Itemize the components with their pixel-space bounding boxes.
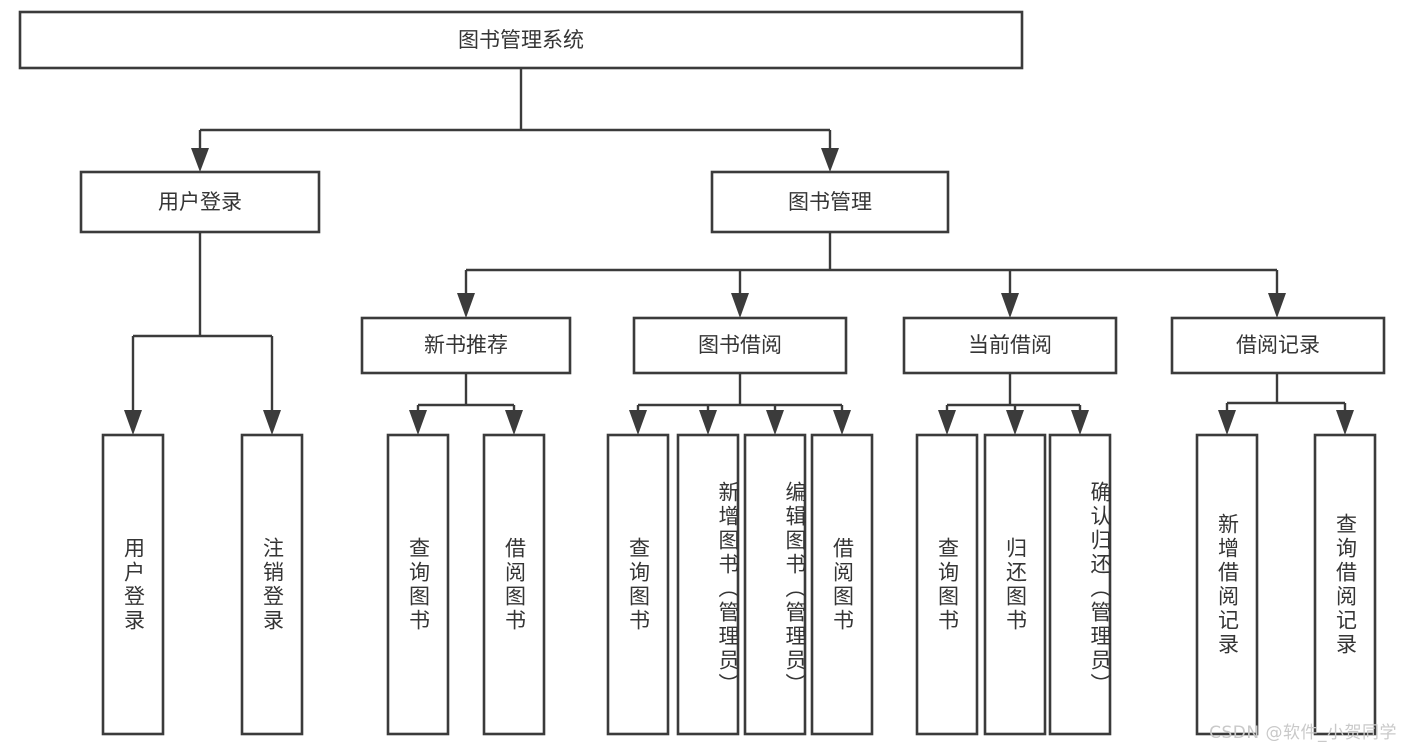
connector-group-book-manage: [457, 232, 1286, 318]
connector-group-user-login: [124, 232, 281, 435]
leaf-box-borrow-book-new[interactable]: [482, 433, 546, 736]
leaf-box-query-book-new[interactable]: [386, 433, 450, 736]
node-current-borrow[interactable]: [902, 316, 1118, 375]
arrow-current-leaf-3: [1071, 410, 1089, 435]
connector-group-book-borrow: [629, 373, 851, 435]
arrow-current-leaf-2: [1006, 410, 1024, 435]
arrow-new-leaf-2: [505, 410, 523, 435]
arrow-borrow-leaf-2: [699, 410, 717, 435]
arrow-book-to-record: [1268, 293, 1286, 318]
connector-group-current-borrow: [938, 373, 1089, 435]
leaf-box-add-borrow-record[interactable]: [1195, 433, 1259, 736]
arrow-book-to-current: [1001, 293, 1019, 318]
leaf-box-user-login[interactable]: [101, 433, 165, 736]
connector-group-new-book: [409, 373, 523, 435]
arrow-book-to-new: [457, 293, 475, 318]
arrow-new-leaf-1: [409, 410, 427, 435]
connector-group-root: [191, 68, 839, 172]
node-borrow-record[interactable]: [1170, 316, 1386, 375]
leaf-box-query-borrow-record[interactable]: [1313, 433, 1377, 736]
arrow-user-leaf-1: [124, 410, 142, 435]
node-new-book-recommend[interactable]: [360, 316, 572, 375]
node-user-login[interactable]: [79, 170, 321, 234]
node-new-book-recommend-label: 新书推荐: [424, 333, 508, 357]
node-root-library-system[interactable]: [18, 10, 1024, 70]
leaf-box-borrow-book[interactable]: [810, 433, 874, 736]
node-book-management[interactable]: [710, 170, 950, 234]
node-user-login-label: 用户登录: [158, 190, 242, 214]
arrow-borrow-leaf-4: [833, 410, 851, 435]
arrow-record-leaf-2: [1336, 410, 1354, 435]
arrow-user-leaf-2: [263, 410, 281, 435]
node-book-borrow-label: 图书借阅: [698, 333, 782, 357]
arrow-book-to-borrow: [731, 293, 749, 318]
node-book-management-label: 图书管理: [788, 190, 872, 214]
leaf-box-add-book-admin[interactable]: [676, 433, 740, 736]
leaf-box-logout[interactable]: [240, 433, 304, 736]
arrow-borrow-leaf-3: [766, 410, 784, 435]
leaf-box-confirm-return-admin[interactable]: [1048, 433, 1112, 736]
leaf-box-query-book-borrow[interactable]: [606, 433, 670, 736]
arrow-root-to-book: [821, 148, 839, 172]
arrow-current-leaf-1: [938, 410, 956, 435]
arrow-record-leaf-1: [1218, 410, 1236, 435]
arrow-borrow-leaf-1: [629, 410, 647, 435]
leaf-box-query-book-current[interactable]: [915, 433, 979, 736]
leaf-box-return-book[interactable]: [983, 433, 1047, 736]
node-current-borrow-label: 当前借阅: [968, 333, 1052, 357]
csdn-watermark: CSDN @软件_小贺同学: [1209, 723, 1397, 743]
node-root-label: 图书管理系统: [458, 28, 584, 52]
node-borrow-record-label: 借阅记录: [1236, 333, 1320, 357]
node-book-borrow[interactable]: [632, 316, 848, 375]
leaf-box-edit-book-admin[interactable]: [743, 433, 807, 736]
arrow-root-to-user: [191, 148, 209, 172]
connector-group-borrow-record: [1218, 373, 1354, 435]
